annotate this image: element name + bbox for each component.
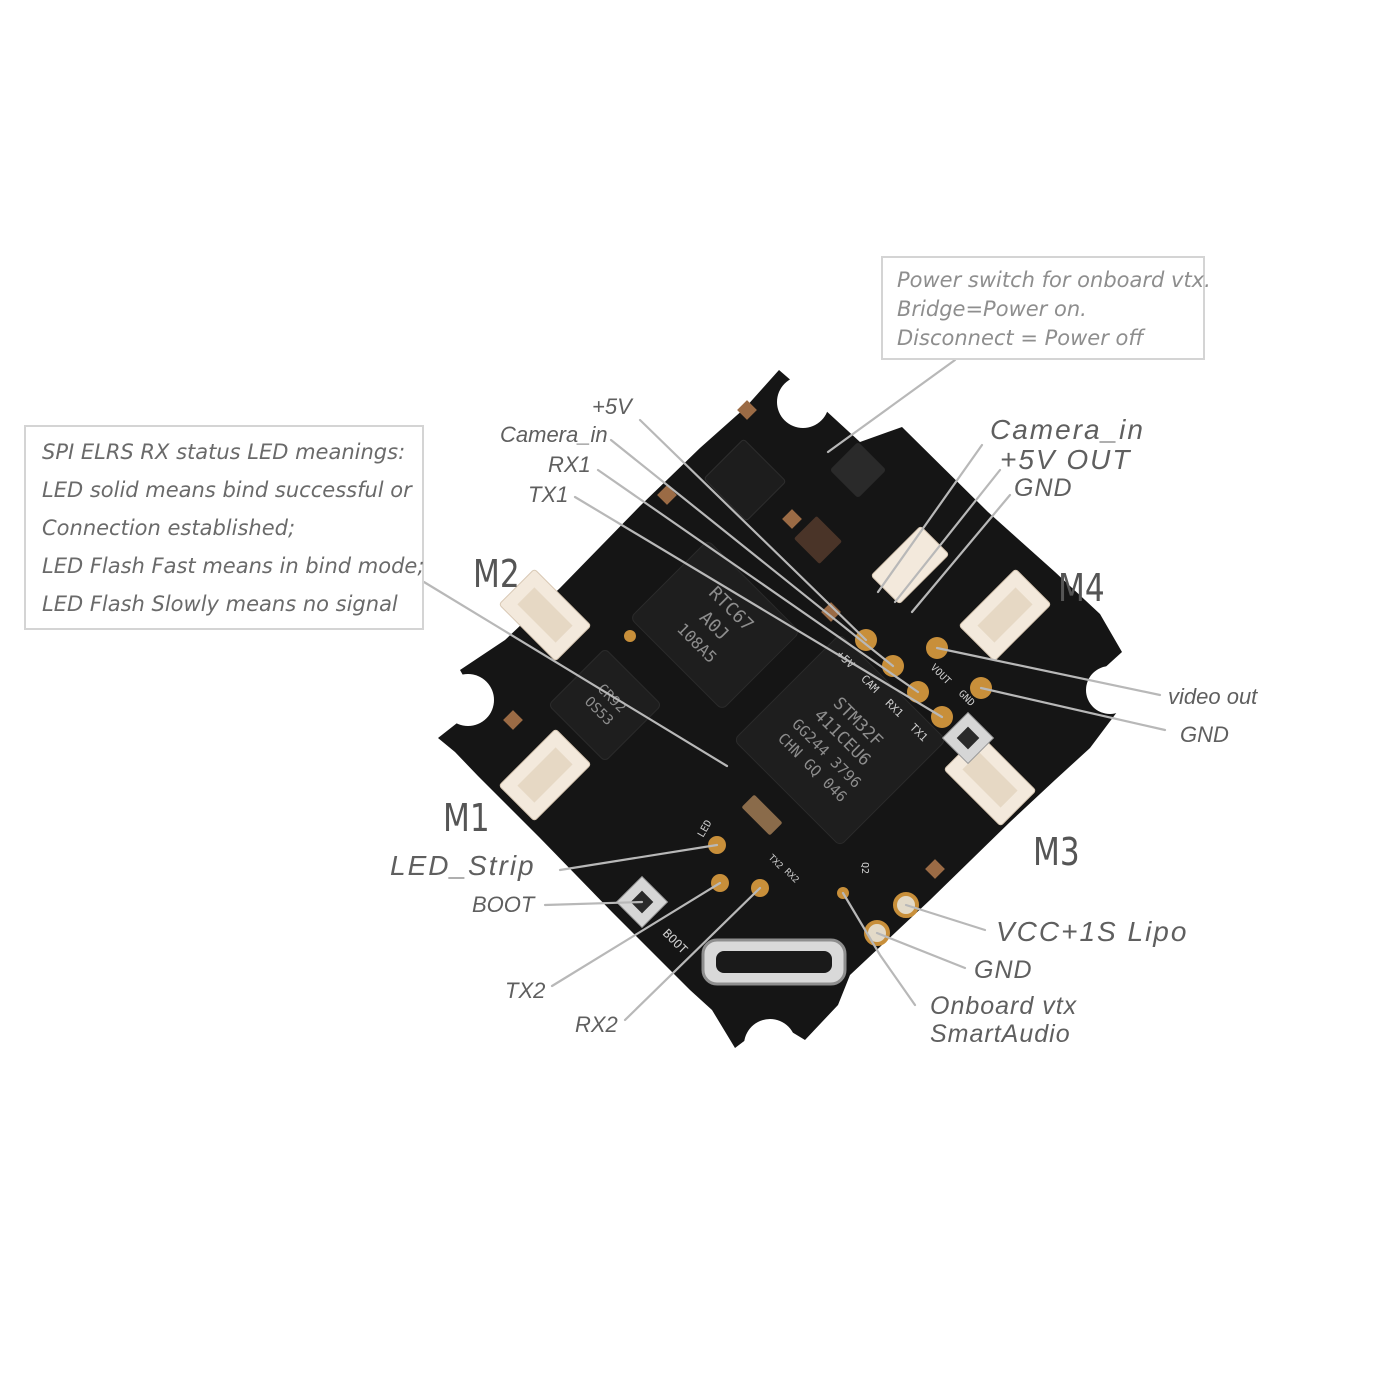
- pad-misc: [624, 630, 636, 642]
- vtx-note-line-1: Power switch for onboard vtx.: [897, 268, 1211, 292]
- label-rx2: RX2: [575, 1012, 618, 1037]
- leader-camera-in: [609, 438, 895, 668]
- rx-chip: RTC67 A0J 108A5: [632, 542, 798, 708]
- label-video-out: video out: [1168, 684, 1258, 709]
- led-note-line-1: SPI ELRS RX status LED meanings:: [42, 440, 406, 464]
- led-note-line-5: LED Flash Slowly means no signal: [42, 592, 398, 616]
- mount-hole-right: [1086, 666, 1134, 714]
- led-note-line-4: LED Flash Fast means in bind mode;: [42, 554, 425, 578]
- label-plus5v-out: +5V OUT: [1000, 444, 1132, 475]
- label-motor-m4: M4: [1058, 566, 1105, 610]
- capacitor: [925, 859, 945, 879]
- regulator: [794, 516, 842, 564]
- label-motor-m2: M2: [473, 552, 520, 596]
- leader-lines: [422, 358, 1167, 1022]
- motor-connector-m2: [499, 569, 591, 661]
- leader-camera-in-right: [876, 443, 984, 594]
- flight-controller-board: STM32F 411CEU6 GG244 3796 CHN GQ 046 RTC…: [438, 370, 1134, 1071]
- label-vcc-lipo: VCC+1S Lipo: [996, 916, 1189, 947]
- leader-plus5v: [638, 418, 868, 642]
- leader-gnd-right: [979, 686, 1167, 732]
- capacitor: [503, 710, 523, 730]
- label-tx2: TX2: [505, 978, 546, 1003]
- inductor: [830, 442, 886, 498]
- motor-connector-m4: [959, 569, 1051, 661]
- label-motor-m1: M1: [443, 796, 490, 840]
- label-tx1: TX1: [528, 482, 569, 507]
- leader-smartaudio: [841, 891, 917, 1007]
- led-note-line-2: LED solid means bind successful or: [42, 478, 412, 502]
- camera-connector: [871, 526, 949, 604]
- mount-hole-top: [777, 376, 829, 428]
- fc-mcu-chip: STM32F 411CEU6 GG244 3796 CHN GQ 046: [735, 635, 945, 845]
- motor-connector-m1: [499, 729, 591, 821]
- label-camera-in-right: Camera_in: [990, 414, 1145, 445]
- label-onboard-vtx: Onboard vtx: [930, 992, 1078, 1020]
- vtx-note-line-2: Bridge=Power on.: [897, 297, 1087, 321]
- label-plus5v: +5V: [592, 394, 632, 419]
- vtx-power-switch-note: Power switch for onboard vtx. Bridge=Pow…: [881, 256, 1211, 360]
- vtx-button: [941, 711, 995, 765]
- label-rx1: RX1: [548, 452, 591, 477]
- label-motor-m3: M3: [1033, 830, 1080, 874]
- label-gnd-bottom: GND: [974, 956, 1033, 984]
- label-smartaudio: SmartAudio: [930, 1020, 1071, 1048]
- leader-tx2: [550, 881, 722, 988]
- usb-port: [701, 938, 847, 986]
- leader-video-out: [935, 646, 1162, 697]
- vtx-module: [704, 439, 786, 521]
- leader-boot: [543, 900, 644, 907]
- silk-q2: Q2: [859, 862, 870, 874]
- mount-hole-bottom: [744, 1019, 796, 1071]
- leader-tx1: [573, 495, 944, 719]
- leader-rx1: [596, 468, 920, 694]
- capacitor: [821, 602, 841, 622]
- gyro-chip: CR92 OS53: [550, 650, 660, 760]
- label-led-strip: LED_Strip: [390, 850, 536, 881]
- elrs-led-note: SPI ELRS RX status LED meanings: LED sol…: [24, 425, 424, 630]
- label-boot: BOOT: [472, 892, 535, 917]
- leader-vcc: [904, 903, 987, 932]
- leader-elrs-led: [422, 580, 729, 768]
- mount-hole-left: [442, 674, 494, 726]
- crystal: [742, 795, 782, 835]
- capacitor: [737, 400, 757, 420]
- label-camera-in: Camera_in: [500, 422, 608, 447]
- leader-vtx-switch: [826, 358, 957, 454]
- led-note-line-3: Connection established;: [42, 516, 296, 540]
- leader-led-strip: [558, 843, 719, 872]
- leader-plus5v-out: [893, 468, 1002, 604]
- leader-rx2: [623, 886, 762, 1022]
- leader-gnd-bottom: [875, 931, 967, 970]
- vtx-note-line-3: Disconnect = Power off: [897, 326, 1144, 350]
- label-gnd-top: GND: [1014, 474, 1073, 502]
- label-gnd-right: GND: [1180, 722, 1229, 747]
- leader-gnd-top: [910, 493, 1012, 614]
